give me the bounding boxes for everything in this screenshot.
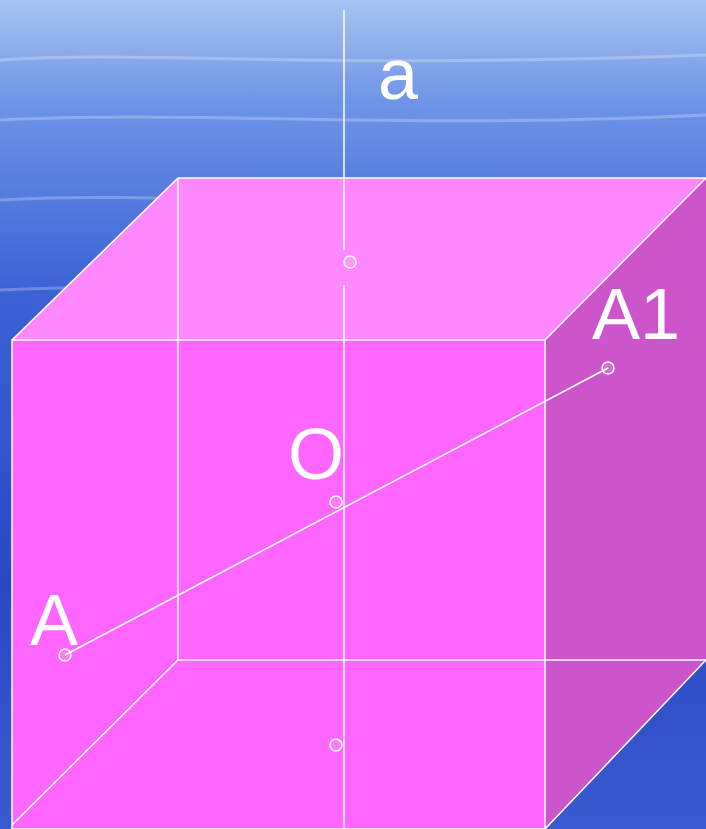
cube-edges (12, 178, 706, 829)
segment-line (65, 368, 608, 655)
point-label: O (288, 418, 344, 490)
right-face (545, 178, 706, 829)
points (59, 256, 614, 751)
point-label: A (30, 584, 78, 656)
axis-label: a (378, 38, 418, 110)
point-label: A1 (592, 278, 680, 350)
front-face (12, 340, 545, 829)
